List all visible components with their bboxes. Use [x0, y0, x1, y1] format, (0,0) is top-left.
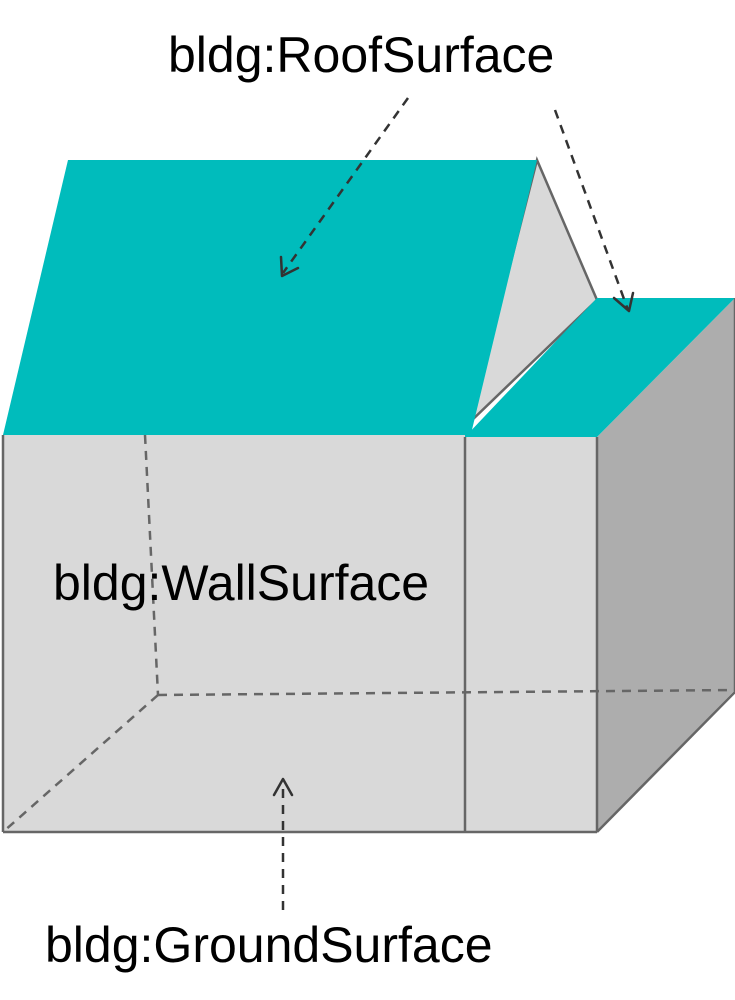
arrow-roof-annex-head [612, 291, 635, 313]
arrow-ground-head [272, 777, 294, 797]
arrow-roof-main-head [279, 255, 300, 278]
hidden-edge-base-left [2, 694, 159, 833]
annex-front-wall [465, 437, 597, 832]
hidden-edge-back-vertical [143, 434, 160, 696]
wall-surface-label: bldg:WallSurface [53, 555, 429, 611]
arrow-roof-main-line [281, 97, 410, 274]
main-roof-surface [3, 160, 537, 438]
edge-base-side [596, 691, 735, 833]
hidden-edge-back-base [157, 688, 735, 697]
arrow-roof-annex-line [553, 109, 630, 311]
ground-surface-label: bldg:GroundSurface [45, 917, 493, 973]
annex-roof-surface [465, 298, 735, 437]
main-front-wall [3, 435, 465, 832]
annex-side-wall [597, 298, 735, 832]
roof-surface-label: bldg:RoofSurface [168, 27, 554, 83]
